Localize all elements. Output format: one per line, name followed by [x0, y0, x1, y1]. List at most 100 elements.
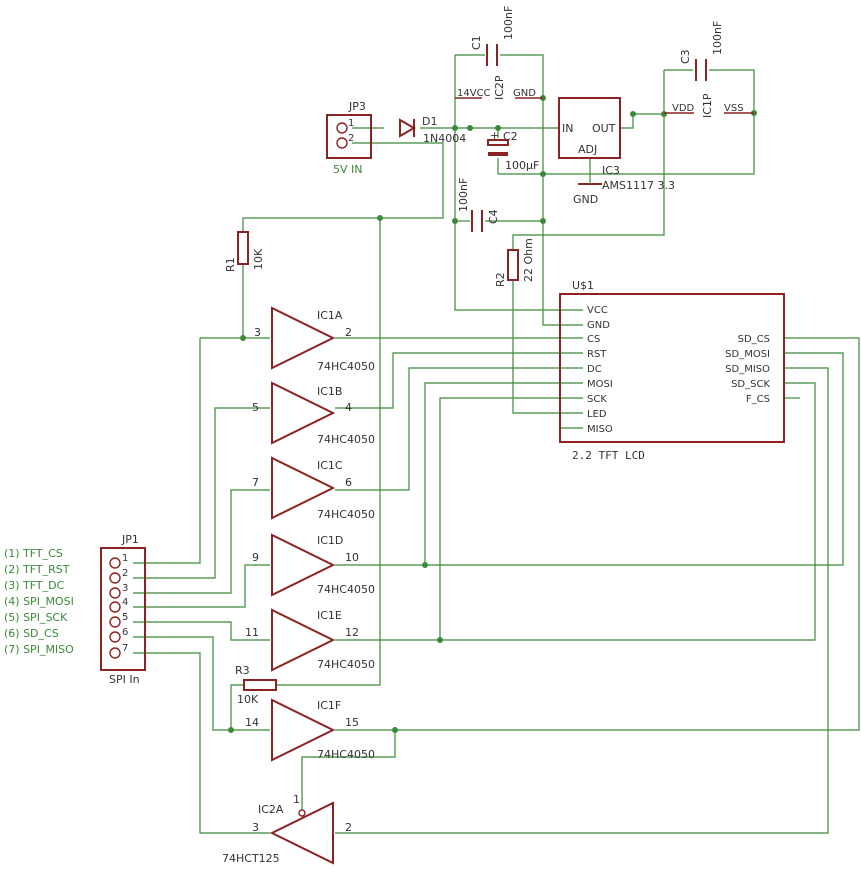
r1-resistor: R1 10K [224, 231, 265, 272]
lcd-pin-sd-miso: SD_MISO [725, 364, 770, 375]
signal-label-tft-rst: (2) TFT_RST [4, 563, 70, 576]
ic1b-pin-out: 4 [345, 401, 352, 414]
signal-label-spi-sck: (5) SPI_SCK [4, 611, 68, 624]
gnd-symbol-label: GND [573, 193, 598, 206]
buffer-ic1a: IC1A 74HC4050 3 2 [254, 306, 375, 373]
buffer-ic1d: IC1D 74HC4050 9 10 [252, 533, 375, 597]
tristate-ic2a: IC2A 74HCT125 1 2 3 [222, 793, 352, 865]
buffer-ic1c: IC1C 74HC4050 7 6 [252, 456, 375, 521]
ic2p-name: IC2P [493, 75, 506, 100]
buffer-ic1f: IC1F 74HC4050 14 15 [245, 698, 375, 762]
jp1-pin-2: 2 [122, 568, 128, 579]
d1-diode: D1 1N4004 [399, 115, 466, 145]
lcd-pin-sd-mosi: SD_MOSI [725, 349, 770, 360]
c4-capacitor: 100nF C4 [457, 178, 500, 232]
signal-label-spi-mosi: (4) SPI_MOSI [4, 595, 74, 608]
signal-label-spi-miso: (7) SPI_MISO [4, 643, 74, 656]
c4-value: 100nF [457, 178, 470, 212]
ic2a-name: IC2A [258, 803, 284, 816]
lcd-name: U$1 [572, 279, 594, 292]
d1-value: 1N4004 [423, 132, 466, 145]
ic3-name: IC3 [602, 164, 620, 177]
r1-value: 10K [252, 248, 265, 270]
ic2a-value: 74HCT125 [222, 852, 280, 865]
ic2a-pin-out: 3 [252, 821, 259, 834]
ic1f-pin-in: 14 [245, 716, 259, 729]
ic1f-value: 74HC4050 [317, 748, 375, 761]
ic2p-power: 14VCC GND IC2P [455, 75, 543, 100]
ic1d-value: 74HC4050 [317, 583, 375, 596]
ic3-in: IN [562, 122, 573, 135]
lcd-pin-f-cs: F_CS [746, 394, 770, 405]
lcd-pin-cs: CS [587, 334, 600, 345]
ic1e-pin-out: 12 [345, 626, 359, 639]
jp1-pin-6: 6 [122, 627, 128, 638]
ic3-regulator: IN OUT ADJ IC3 AMS1117 3.3 GND [558, 97, 675, 206]
lcd-pin-led: LED [587, 409, 607, 420]
ic1p-vss: VSS [724, 103, 744, 114]
lcd-pin-vcc: VCC [587, 305, 608, 316]
jp1-name: JP1 [121, 533, 139, 546]
jp3-pin-1: 1 [348, 118, 354, 129]
jp3-connector: JP3 1 2 5V IN [326, 100, 372, 176]
r1-name: R1 [224, 257, 237, 272]
c1-capacitor: C1 100nF [470, 6, 515, 66]
c3-value: 100nF [711, 21, 724, 55]
ic1p-name: IC1P [701, 93, 714, 118]
c3-name: C3 [679, 49, 692, 64]
ic1b-pin-in: 5 [252, 401, 259, 414]
junctions [228, 95, 757, 733]
lcd-pin-sck: SCK [587, 394, 607, 405]
ic1e-value: 74HC4050 [317, 658, 375, 671]
c2-name: C2 [503, 130, 518, 143]
ic1d-pin-out: 10 [345, 551, 359, 564]
ic3-out: OUT [592, 122, 616, 135]
jp3-value: 5V IN [333, 163, 363, 176]
jp1-pin-5: 5 [122, 612, 128, 623]
ic3-value: AMS1117 3.3 [602, 179, 675, 192]
ic1a-name: IC1A [317, 309, 343, 322]
lcd-pin-gnd: GND [587, 320, 610, 331]
jp3-name: JP3 [348, 100, 366, 113]
r3-name: R3 [235, 664, 250, 677]
ic2a-pin-in: 2 [345, 821, 352, 834]
d1-name: D1 [422, 115, 437, 128]
r3-resistor: R3 10K [235, 664, 277, 706]
c2-capacitor: + C2 100µF [487, 129, 539, 172]
jp1-pin-4: 4 [122, 597, 128, 608]
lcd-pin-sd-sck: SD_SCK [731, 379, 770, 390]
r3-value: 10K [237, 693, 259, 706]
lcd-module: U$1 2.2 TFT LCD VCC GND CS RST DC MOSI S… [559, 279, 785, 462]
wires [133, 54, 860, 834]
ic1f-name: IC1F [317, 699, 341, 712]
ic1c-name: IC1C [317, 459, 343, 472]
signal-label-tft-cs: (1) TFT_CS [4, 547, 63, 560]
c1-name: C1 [470, 35, 483, 50]
jp1-pin-1: 1 [122, 553, 128, 564]
ic1b-name: IC1B [317, 385, 342, 398]
buffer-ic1e: IC1E 74HC4050 11 12 [245, 608, 375, 672]
ic1f-pin-out: 15 [345, 716, 359, 729]
lcd-pin-dc: DC [587, 364, 602, 375]
ic2a-pin-oe: 1 [293, 793, 300, 806]
ic1c-value: 74HC4050 [317, 508, 375, 521]
lcd-pin-sd-cs: SD_CS [738, 334, 770, 345]
ic1a-pin-in: 3 [254, 326, 261, 339]
ic1a-value: 74HC4050 [317, 360, 375, 373]
signal-label-sd-cs: (6) SD_CS [4, 627, 59, 640]
r2-resistor: R2 22 Ohm [494, 238, 535, 287]
c2-plus: + [490, 129, 499, 142]
ic1p-vdd: VDD [672, 103, 695, 114]
lcd-pin-rst: RST [587, 349, 607, 360]
buffer-ic1b: IC1B 74HC4050 5 4 [252, 381, 375, 446]
ic2p-gnd: GND [513, 88, 536, 99]
lcd-value: 2.2 TFT LCD [572, 449, 645, 462]
ic1a-pin-out: 2 [345, 326, 352, 339]
ic1d-name: IC1D [317, 534, 343, 547]
ic1b-value: 74HC4050 [317, 433, 375, 446]
jp1-connector: JP1 SPI In 1 2 3 4 5 6 7 (1) TFT_CS (2) … [4, 533, 146, 686]
ic1c-pin-out: 6 [345, 476, 352, 489]
lcd-pin-miso: MISO [587, 424, 613, 435]
c3-capacitor: C3 100nF [679, 21, 724, 81]
